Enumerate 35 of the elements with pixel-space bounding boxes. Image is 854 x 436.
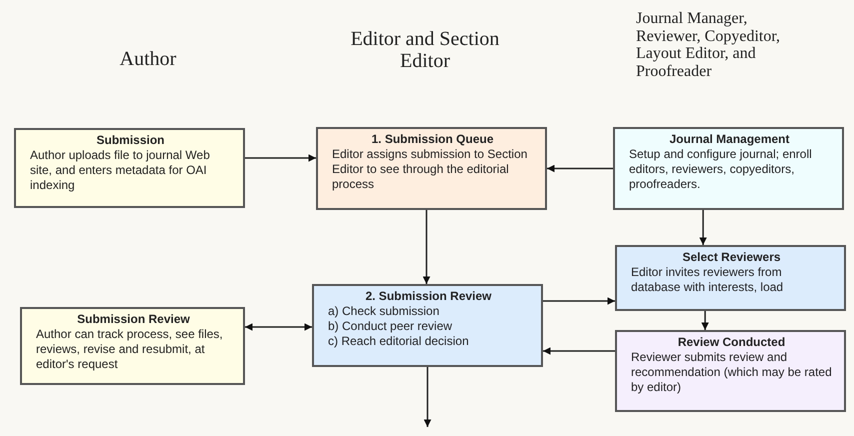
box-text: Author can track process, see files, reviews, revise and resubmit, at editor's request	[36, 327, 224, 372]
journal-management-box	[613, 127, 844, 210]
arrow	[424, 367, 432, 427]
box-text: b) Conduct peer review	[328, 319, 454, 334]
select-reviewers-box	[615, 245, 846, 311]
box-text: Editor assigns submission to Section Editor to see through the editorial process	[332, 147, 528, 192]
author-review-box	[20, 307, 245, 385]
box-text: Setup and configure journal; enroll editors, reviewers, copyeditors, proofreaders.	[629, 147, 813, 192]
box-heading: Submission Review	[76, 312, 191, 327]
box-text: Reviewer submits review and recommendation (which may be rated by editor)	[631, 350, 832, 395]
box-heading: 2. Submission Review	[364, 289, 493, 304]
box-text: a) Check submission	[328, 304, 440, 319]
submission-queue-box	[316, 127, 547, 210]
arrow	[699, 210, 707, 245]
submission-review-box	[312, 284, 543, 367]
box-heading: 1. Submission Queue	[370, 132, 495, 147]
box-heading: Select Reviewers	[681, 250, 782, 265]
arrow	[547, 164, 613, 172]
submission-box	[14, 128, 245, 208]
arrow	[245, 154, 316, 162]
arrow	[701, 311, 709, 330]
column-heading: Journal Manager, Reviewer, Copyeditor, Layout Editor, and Proofreader	[636, 10, 782, 80]
arrow	[543, 347, 615, 355]
arrow	[245, 323, 312, 331]
column-heading: Author	[118, 48, 178, 70]
box-heading: Submission	[95, 133, 166, 148]
arrow	[543, 297, 615, 305]
box-text: c) Reach editorial decision	[328, 334, 470, 349]
box-text: Editor invites reviewers from database with interests, load	[631, 265, 784, 295]
column-heading: Editor and Section Editor	[350, 28, 500, 72]
box-heading: Review Conducted	[676, 335, 786, 350]
box-text: Author uploads file to journal Web site, and enters metadata for OAI indexing	[30, 148, 211, 193]
arrow	[422, 210, 430, 284]
box-heading: Journal Management	[668, 132, 791, 147]
review-conducted-box	[615, 330, 846, 412]
